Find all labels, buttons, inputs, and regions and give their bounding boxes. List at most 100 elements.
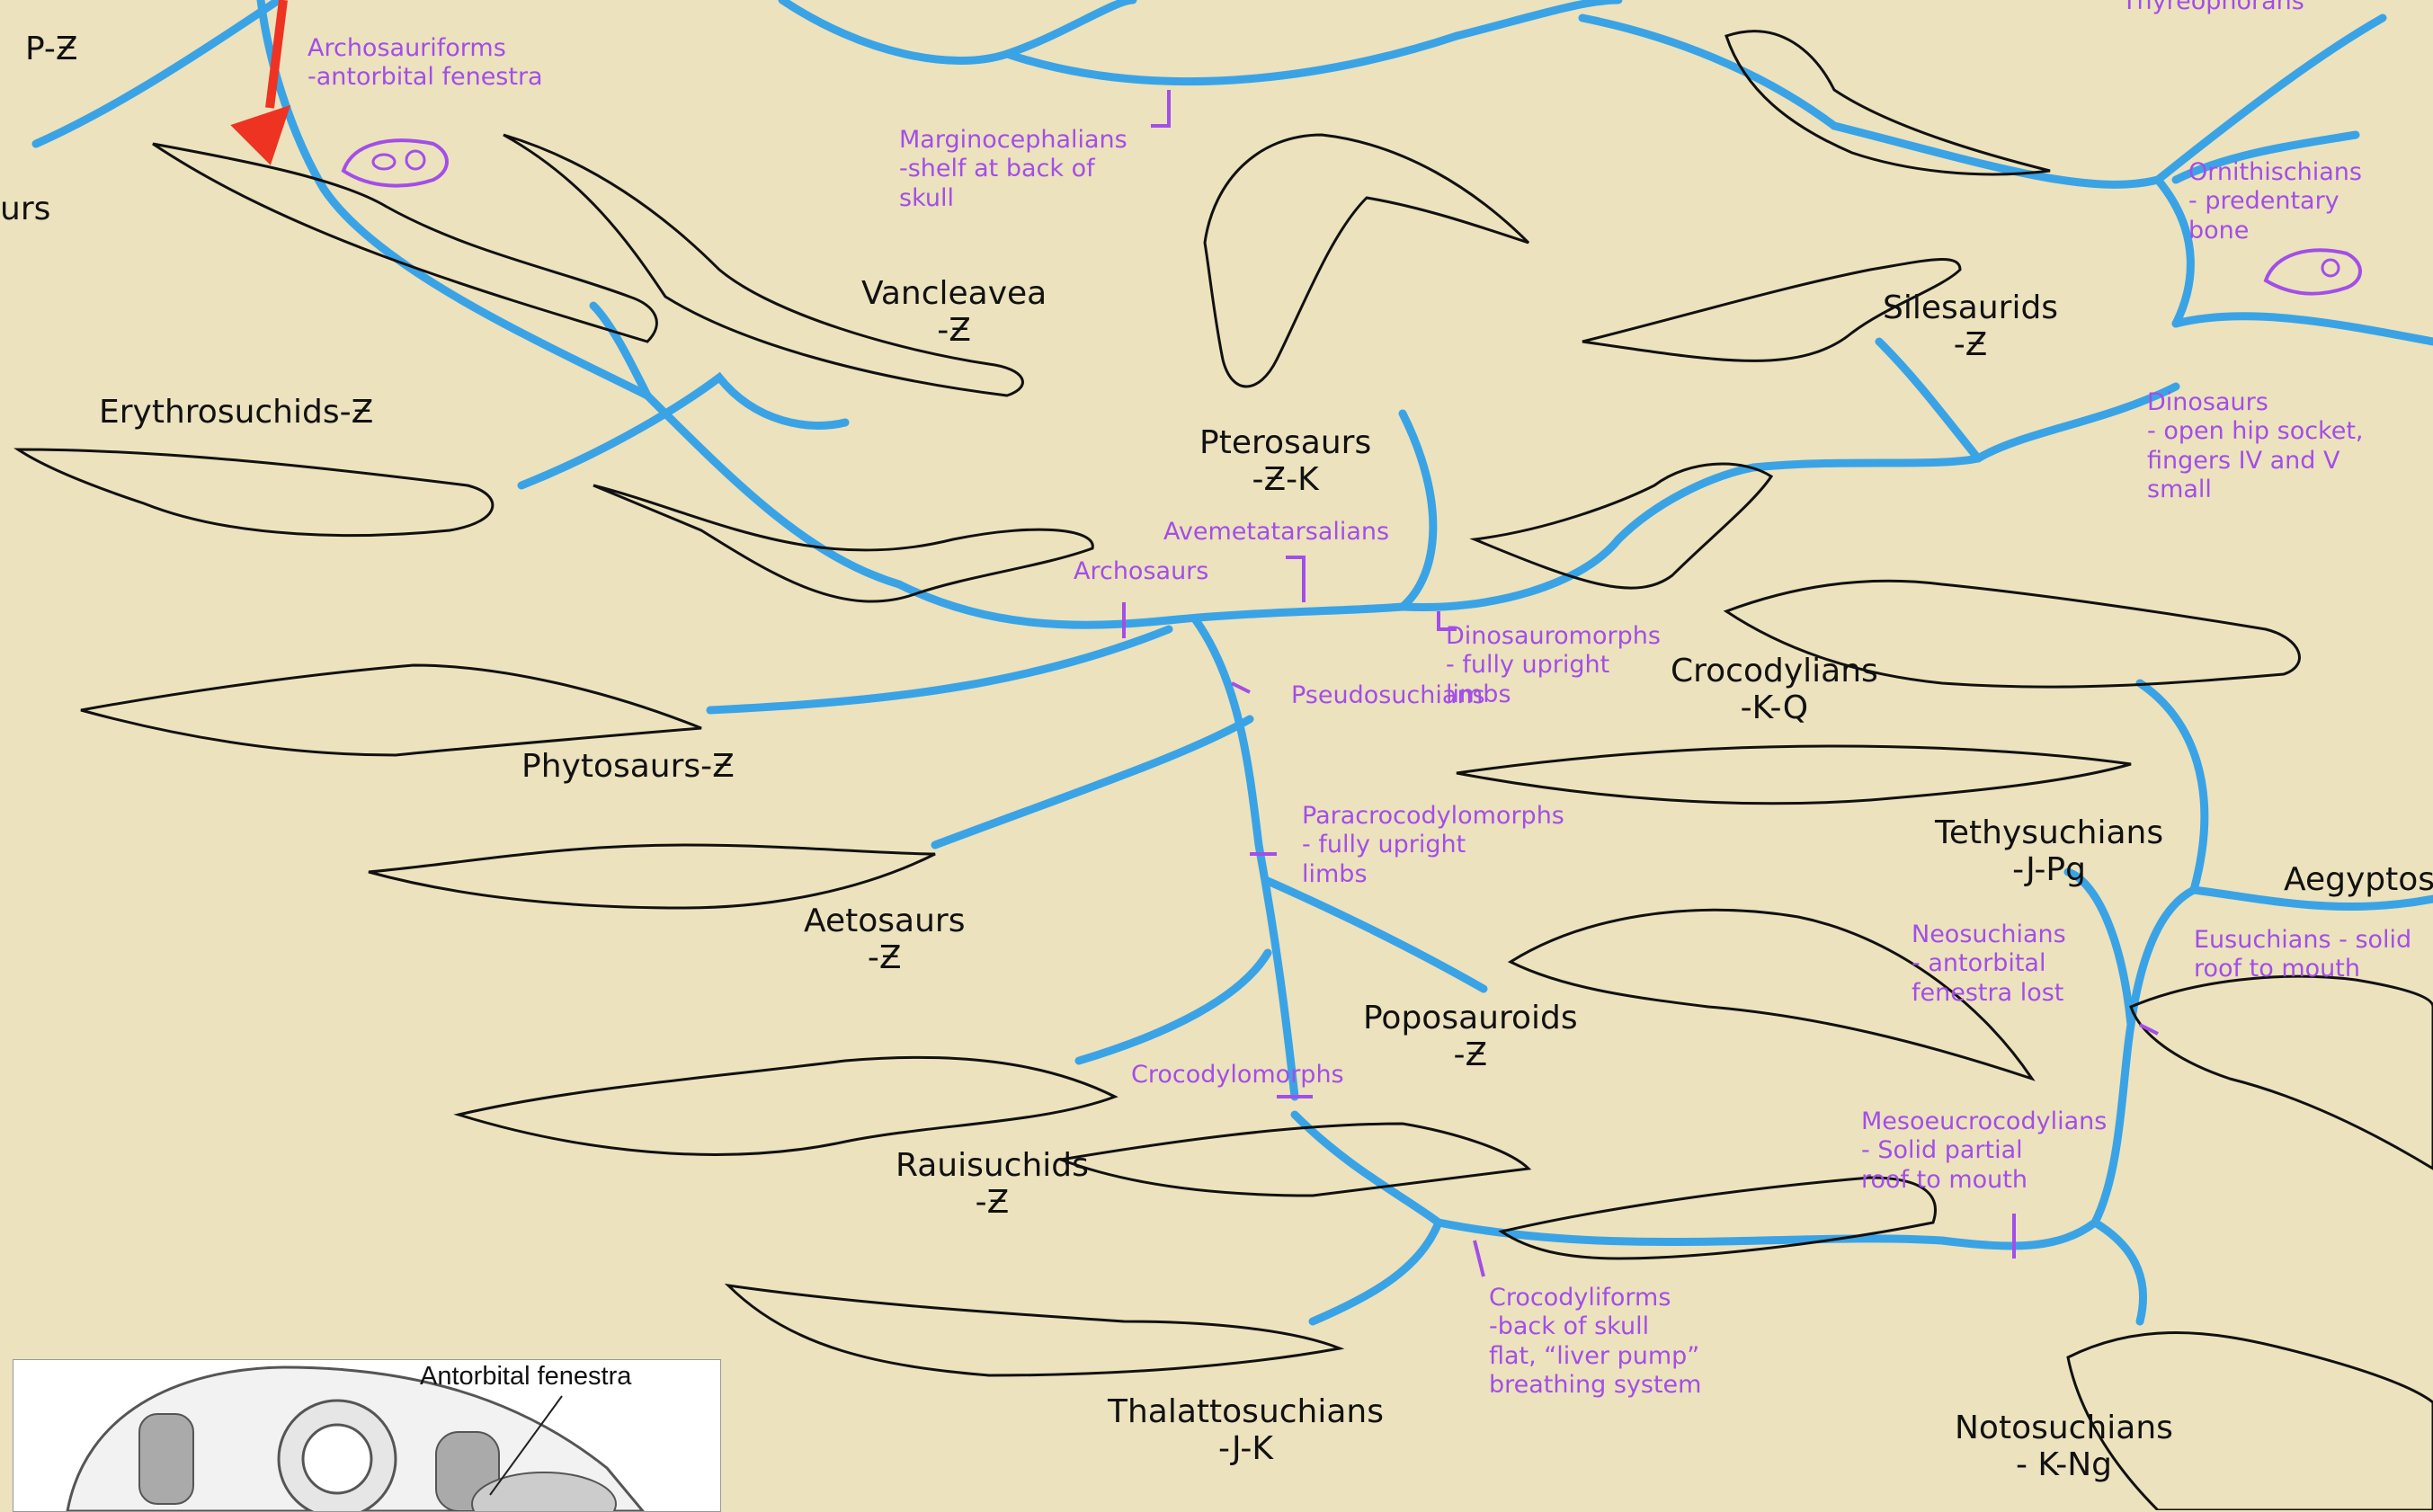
label-phytosaurs: Phytosaurs-Ƶ — [521, 748, 735, 785]
label-tethysuchians: Tethysuchians -J-Pg — [1935, 814, 2163, 889]
poposauroids-age: -Ƶ — [1363, 1036, 1578, 1073]
note-line: -back of skull — [1489, 1312, 1701, 1341]
poposauroids-name: Poposauroids — [1363, 1000, 1578, 1036]
branch-ornithopod-top — [1582, 18, 1834, 126]
crocodylomorph-outline — [1061, 1124, 1528, 1196]
rauisuchids-age: -Ƶ — [896, 1184, 1089, 1221]
inset-label: Antorbital fenestra — [420, 1362, 631, 1392]
note-line: - fully upright — [1302, 831, 1564, 859]
note-line: Paracrocodylomorphs — [1302, 802, 1564, 831]
note-line: roof to mouth — [2194, 955, 2411, 983]
vancleavea-age: -Ƶ — [861, 312, 1047, 349]
thalattosuchians-age: -J-K — [1108, 1430, 1384, 1467]
label-erythrosuchids: Erythrosuchids-Ƶ — [99, 394, 373, 431]
thalattosuchian-outline — [728, 1285, 1340, 1375]
label-poposauroids: Poposauroids -Ƶ — [1363, 1000, 1578, 1074]
note-line: Ornithischians — [2188, 158, 2362, 187]
note-line: breathing system — [1489, 1371, 1701, 1400]
label-edge-topleft: P-Ƶ — [25, 31, 78, 67]
note-archosauriforms: Archosauriforms -antorbital fenestra — [307, 34, 543, 93]
dinosauromorph-outline — [1475, 464, 1771, 588]
branch-aetosaur — [935, 719, 1250, 845]
label-aetosaurs: Aetosaurs -Ƶ — [804, 903, 965, 977]
aegyptosuchid-outline — [2131, 976, 2433, 1169]
branch-crocodyliform — [1439, 1223, 2095, 1246]
animal-outlines — [18, 31, 2433, 1510]
antorbital-fenestra-inset: Antorbital fenestra — [13, 1359, 721, 1512]
note-line: fingers IV and V — [2147, 447, 2364, 476]
note-line: - open hip socket, — [2147, 417, 2364, 446]
note-line: Mesoeucrocodylians — [1861, 1107, 2107, 1136]
branch-phytosaur — [710, 629, 1169, 710]
notosuchians-name: Notosuchians — [1955, 1410, 2173, 1446]
note-paracrocodylomorphs: Paracrocodylomorphs - fully upright limb… — [1302, 802, 1564, 889]
note-dinosaurs: Dinosaurs - open hip socket, fingers IV … — [2147, 388, 2364, 505]
label-silesaurids: Silesaurids -Ƶ — [1883, 289, 2058, 364]
note-pseudosuchians: Pseudosuchians — [1291, 681, 1485, 710]
aetosaurs-name: Aetosaurs — [804, 903, 965, 939]
note-line: limbs — [1302, 860, 1564, 889]
skull-icon — [2257, 227, 2374, 307]
branch-top-middle — [782, 0, 1133, 61]
note-line: Crocodyliforms — [1489, 1284, 1701, 1312]
branch-notosuchian — [2095, 1223, 2143, 1321]
label-rauisuchids: Rauisuchids -Ƶ — [896, 1147, 1089, 1222]
branch-poposauroid — [1268, 881, 1484, 989]
branch-dinosaur-node — [1753, 387, 2176, 467]
note-line: Dinosaurs — [2147, 388, 2364, 417]
note-line: flat, “liver pump” — [1489, 1342, 1701, 1371]
tethysuchians-age: -J-Pg — [1935, 851, 2163, 888]
note-line: skull — [899, 184, 1127, 213]
note-line: Dinosauromorphs — [1446, 622, 1661, 651]
note-line: -antorbital fenestra — [307, 63, 543, 92]
pterosaurs-age: -Ƶ-K — [1199, 461, 1371, 498]
note-line: Neosuchians — [1912, 921, 2066, 949]
proterochampsid-outline — [593, 485, 1092, 601]
branch-avemetatarsalian — [1403, 414, 1433, 607]
rauisuchid-outline — [459, 1057, 1115, 1154]
branch-ornithischian-right — [2176, 316, 2433, 342]
ground-dwelling-ornithischian-outline — [1726, 31, 2050, 174]
branch-dinosauromorph — [1403, 467, 1753, 608]
note-line: - fully upright — [1446, 651, 1661, 680]
branch-thalattosuchian — [1313, 1223, 1439, 1321]
label-notosuchians: Notosuchians - K-Ng — [1955, 1410, 2173, 1484]
note-crocodyliforms: Crocodyliforms -back of skull flat, “liv… — [1489, 1284, 1701, 1401]
note-line: - predentary — [2188, 187, 2362, 216]
note-neosuchians: Neosuchians - antorbital fenestra lost — [1912, 921, 2066, 1008]
note-line: fenestra lost — [1912, 979, 2066, 1008]
note-eusuchians: Eusuchians - solid roof to mouth — [2194, 926, 2411, 984]
aetosaur-outline — [369, 845, 935, 908]
thalattosuchians-name: Thalattosuchians — [1108, 1393, 1384, 1430]
note-avemetatarsalians: Avemetatarsalians — [1163, 518, 1389, 547]
crocodylians-age: -K-Q — [1671, 689, 1878, 726]
rauisuchids-name: Rauisuchids — [896, 1147, 1089, 1184]
note-line: - Solid partial — [1861, 1136, 2107, 1165]
branch-to-archosaurs — [647, 396, 899, 584]
phytosaur-outline — [81, 665, 701, 755]
label-aegyptosuchids: Aegyptosu — [2284, 861, 2433, 898]
note-line: -shelf at back of — [899, 155, 1127, 183]
branch-archosaur-main — [899, 584, 1403, 625]
note-marginocephalians: Marginocephalians -shelf at back of skul… — [899, 126, 1127, 213]
note-crocodylomorphs: Crocodylomorphs — [1131, 1061, 1344, 1090]
label-thalattosuchians: Thalattosuchians -J-K — [1108, 1393, 1384, 1468]
erythrosuchid-outline — [18, 449, 493, 536]
tethysuchian-outline — [1457, 746, 2131, 804]
skull-icon — [334, 117, 460, 207]
note-line: roof to mouth — [1861, 1166, 2107, 1195]
note-mesoeucrocodylians: Mesoeucrocodylians - Solid partial roof … — [1861, 1107, 2107, 1195]
note-line: Archosauriforms — [307, 34, 543, 63]
crocodylians-name: Crocodylians — [1671, 653, 1878, 689]
label-vancleavea: Vancleavea -Ƶ — [861, 275, 1047, 350]
tethysuchians-name: Tethysuchians — [1935, 814, 2163, 851]
note-line: Marginocephalians — [899, 126, 1127, 155]
aetosaurs-age: -Ƶ — [804, 939, 965, 976]
vancleavea-name: Vancleavea — [861, 275, 1047, 312]
silesaurids-name: Silesaurids — [1883, 289, 2058, 326]
branch-crocodylomorph — [1295, 1115, 1439, 1223]
label-crocodylians: Crocodylians -K-Q — [1671, 653, 1878, 727]
note-line: small — [2147, 476, 2364, 504]
note-line: Eusuchians - solid — [2194, 926, 2411, 955]
